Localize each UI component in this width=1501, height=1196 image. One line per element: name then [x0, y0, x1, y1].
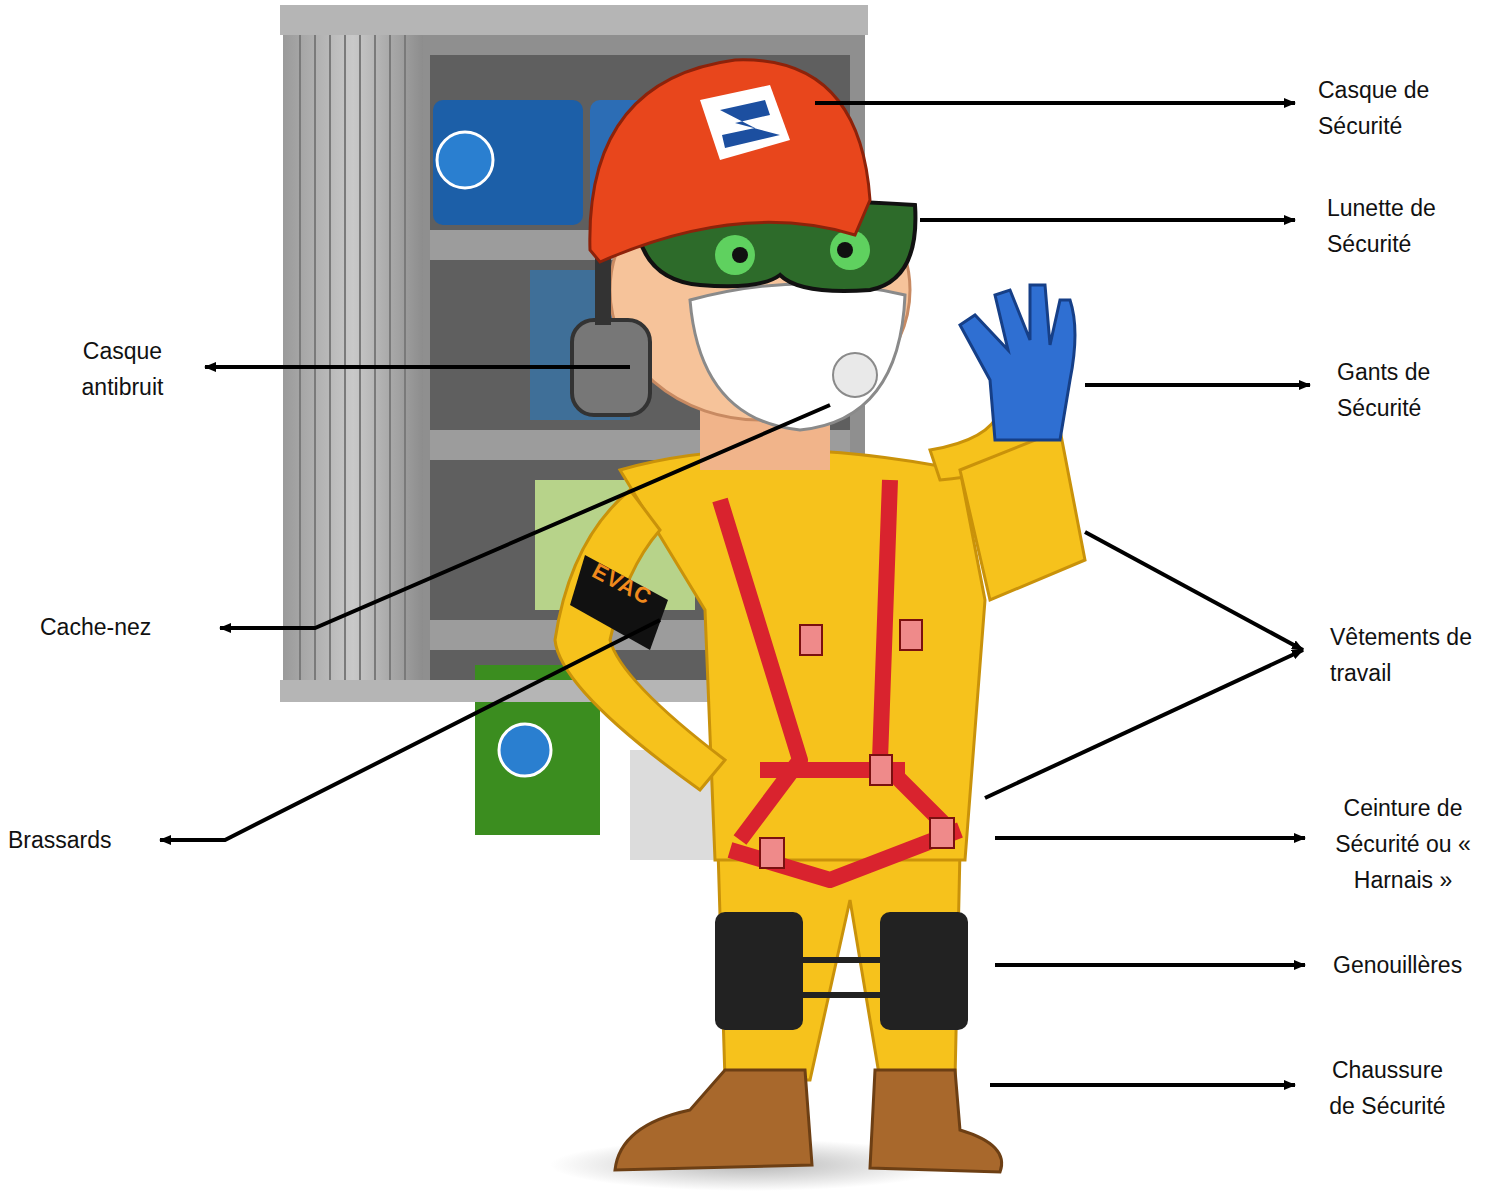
mask-label: Cache-nez — [40, 609, 200, 645]
armband-label: Brassards — [8, 822, 148, 858]
worker — [555, 60, 1085, 1172]
leader-lines — [160, 103, 1310, 1085]
shoes-label: Chaussure de Sécurité — [1320, 1052, 1455, 1124]
helmet-label: Casque de Sécurité — [1318, 72, 1458, 144]
harness-label: Ceinture de Sécurité ou « Harnais » — [1328, 790, 1478, 898]
clothing-label: Vêtements de travail — [1330, 619, 1490, 691]
earmuff-label: Casque antibruit — [55, 333, 190, 405]
kneepads-label: Genouillères — [1333, 947, 1498, 983]
gloves-label: Gants de Sécurité — [1337, 354, 1467, 426]
goggles-label: Lunette de Sécurité — [1327, 190, 1462, 262]
